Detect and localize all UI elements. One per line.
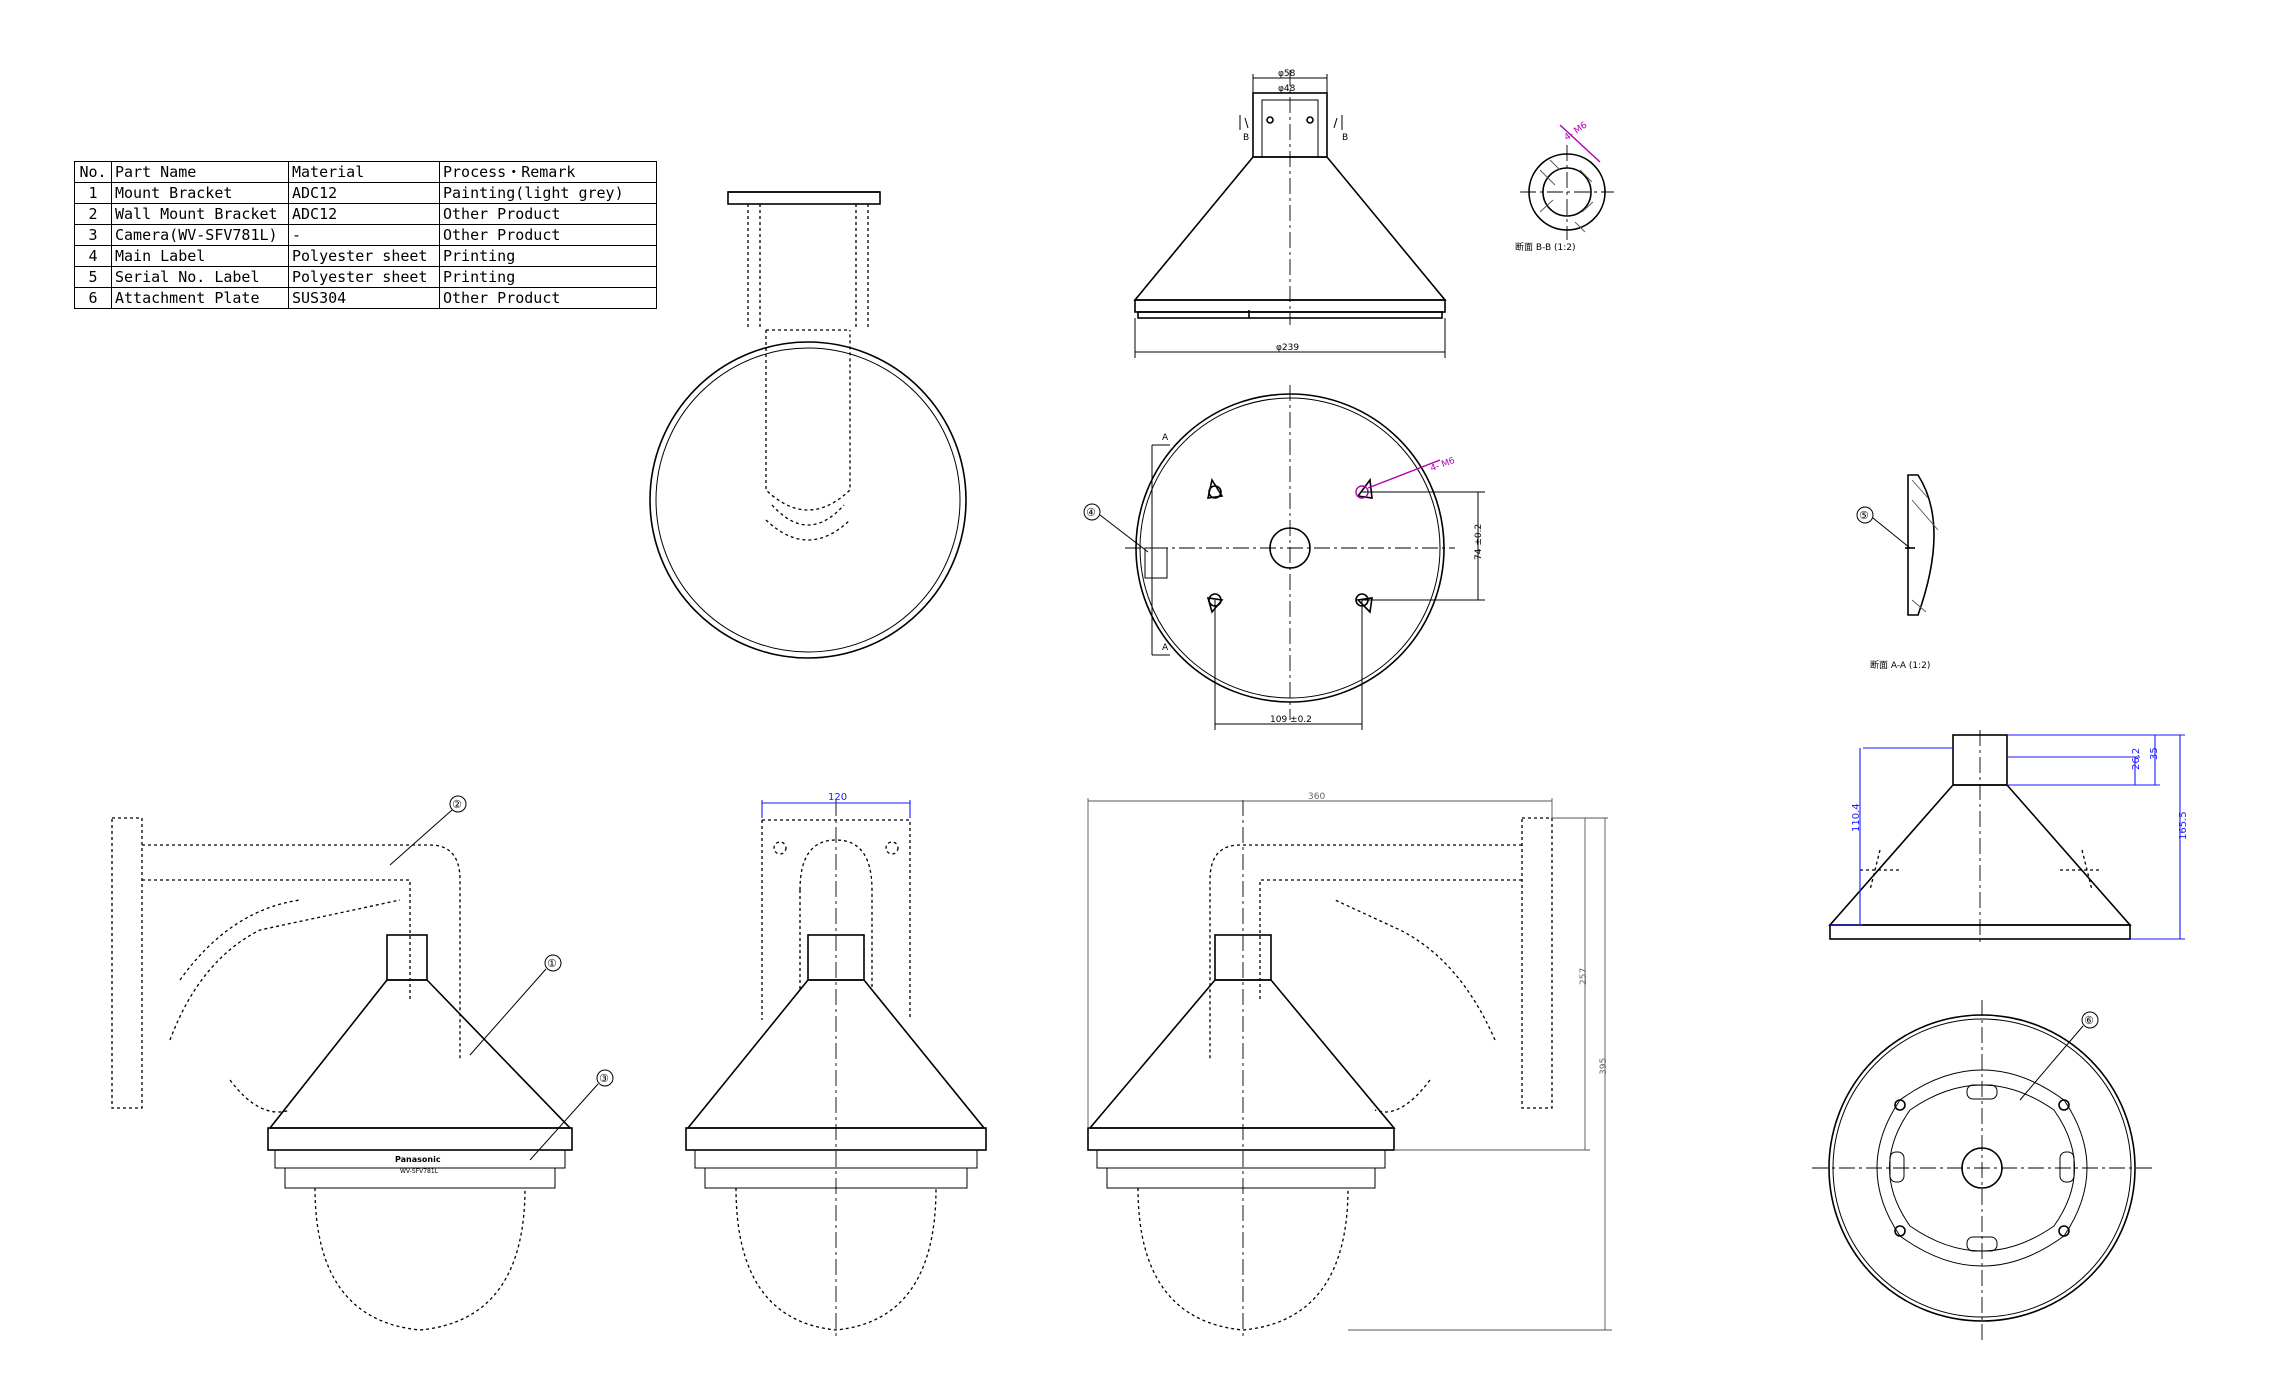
callout-3: ③ — [599, 1072, 609, 1085]
side-view-round-plate — [649, 191, 967, 659]
section-a-bottom-label: A — [1162, 643, 1169, 653]
section-bb-view: 4- M6 断面 B-B (1:2) — [1515, 120, 1614, 253]
brand-marking: Panasonic — [395, 1155, 441, 1164]
dimension-35: 35 — [2149, 747, 2160, 760]
callout-2: ② — [452, 798, 462, 811]
callout-5: ⑤ — [1859, 509, 1869, 522]
assembly-dimension-view: 360 257 395 — [1087, 792, 1612, 1340]
dimension-120: 120 — [828, 792, 847, 803]
mount-bracket-front-view: B B φ58 φ48 φ239 — [1133, 69, 1447, 358]
dimension-109: 109 ±0.2 — [1270, 715, 1312, 725]
model-marking: WV-SFV781L — [400, 1168, 439, 1175]
callout-4: ④ — [1086, 506, 1096, 519]
section-bb-label: 断面 B-B (1:2) — [1515, 241, 1576, 253]
dimension-110: 110.4 — [1851, 803, 1862, 832]
dimension-165: 165.5 — [2178, 811, 2189, 840]
parts-table-cell: Attachment Plate — [111, 287, 289, 309]
section-aa-view: ⑤ 断面 A-A (1:2) — [1856, 474, 1939, 671]
parts-table-cell: Polyester sheet — [288, 245, 440, 267]
section-b-right-label: B — [1342, 133, 1348, 143]
dimension-360: 360 — [1308, 792, 1325, 802]
dimension-257: 257 — [1579, 968, 1589, 985]
thread-m6-label-plan: 4- M6 — [1429, 456, 1456, 474]
section-aa-label: 断面 A-A (1:2) — [1870, 659, 1930, 671]
parts-table-cell: No. — [74, 161, 112, 183]
mount-bracket-profile: 110.4 26.2 35 165.5 — [1828, 730, 2189, 945]
dimension-phi58: φ58 — [1278, 69, 1296, 79]
parts-table-cell: Other Product — [439, 287, 657, 309]
parts-table-cell: SUS304 — [288, 287, 440, 309]
callout-1: ① — [547, 957, 557, 970]
dimension-74: 74 ±0.2 — [1474, 524, 1484, 560]
attachment-plate-plan: ⑥ — [1812, 1000, 2152, 1340]
dimension-phi48: φ48 — [1278, 84, 1296, 94]
mount-bracket-plan-view: 4- M6 A A ④ 74 ±0.2 109 ±0.2 — [1083, 385, 1485, 730]
dimension-phi239: φ239 — [1276, 343, 1299, 353]
dimension-26: 26.2 — [2131, 748, 2142, 770]
section-a-top-label: A — [1162, 433, 1169, 443]
assembly-front-view: 120 — [685, 792, 987, 1340]
parts-table-cell: Main Label — [111, 245, 289, 267]
callout-6: ⑥ — [2084, 1014, 2094, 1027]
parts-table-cell: Camera(WV-SFV781L) — [111, 224, 289, 246]
assembly-side-view: Panasonic WV-SFV781L ② ① ③ — [111, 795, 614, 1331]
section-b-left-label: B — [1243, 133, 1249, 143]
parts-table-cell: Wall Mount Bracket — [111, 203, 289, 225]
dimension-395: 395 — [1599, 1058, 1609, 1075]
